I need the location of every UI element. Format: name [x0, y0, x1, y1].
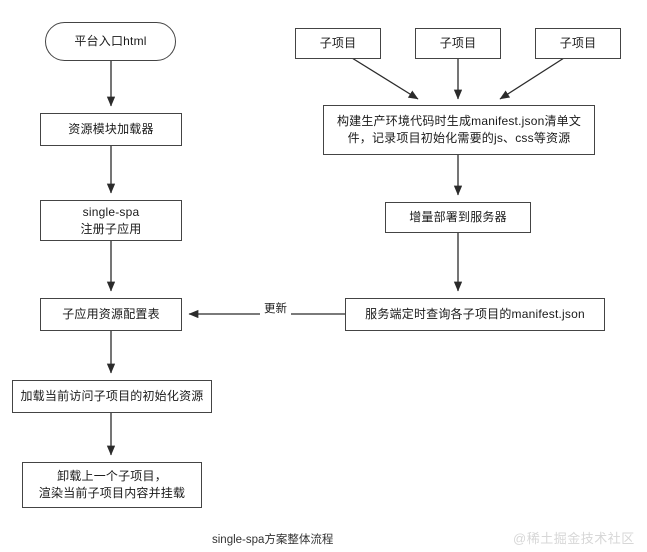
node-server-query-manifest-label: 服务端定时查询各子项目的manifest.json: [365, 307, 585, 321]
node-build-manifest-line1: 构建生产环境代码时生成manifest.json清单文: [336, 114, 582, 128]
node-sub-project-3[interactable]: 子项目: [535, 28, 621, 59]
node-build-manifest[interactable]: 构建生产环境代码时生成manifest.json清单文 件，记录项目初始化需要的…: [323, 105, 595, 155]
node-entry-html-label: 平台入口html: [74, 34, 147, 48]
node-unmount-and-render-line1: 卸载上一个子项目，: [57, 469, 167, 483]
node-single-spa-register-line2: 注册子应用: [80, 221, 142, 236]
node-single-spa-register-line1: single-spa: [82, 204, 140, 219]
node-incremental-deploy-label: 增量部署到服务器: [409, 210, 507, 224]
node-load-current-sub-project-resources[interactable]: 加载当前访问子项目的初始化资源: [12, 380, 212, 413]
node-server-query-manifest[interactable]: 服务端定时查询各子项目的manifest.json: [345, 298, 605, 331]
node-sub-project-2[interactable]: 子项目: [415, 28, 501, 59]
node-sub-project-1-label: 子项目: [319, 36, 357, 50]
site-watermark: @稀土掘金技术社区: [513, 531, 635, 546]
node-resource-module-loader-label: 资源模块加载器: [68, 122, 154, 136]
node-sub-project-2-label: 子项目: [439, 36, 477, 50]
node-build-manifest-line2: 件，记录项目初始化需要的js、css等资源: [347, 131, 571, 145]
node-sub-project-1[interactable]: 子项目: [295, 28, 381, 59]
node-sub-app-resource-config-table-label: 子应用资源配置表: [62, 307, 160, 321]
node-incremental-deploy[interactable]: 增量部署到服务器: [385, 202, 531, 233]
node-single-spa-register[interactable]: single-spa 注册子应用: [40, 200, 182, 241]
node-load-current-sub-project-resources-label: 加载当前访问子项目的初始化资源: [20, 389, 204, 403]
node-sub-app-resource-config-table[interactable]: 子应用资源配置表: [40, 298, 182, 331]
node-sub-project-3-label: 子项目: [559, 36, 597, 50]
diagram-caption: single-spa方案整体流程: [212, 534, 334, 546]
node-entry-html[interactable]: 平台入口html: [45, 22, 176, 61]
node-unmount-and-render-line2: 渲染当前子项目内容并挂载: [38, 486, 186, 500]
node-resource-module-loader[interactable]: 资源模块加载器: [40, 113, 182, 146]
node-unmount-and-render[interactable]: 卸载上一个子项目， 渲染当前子项目内容并挂载: [22, 462, 202, 508]
edge-label-update: 更新: [260, 300, 291, 316]
